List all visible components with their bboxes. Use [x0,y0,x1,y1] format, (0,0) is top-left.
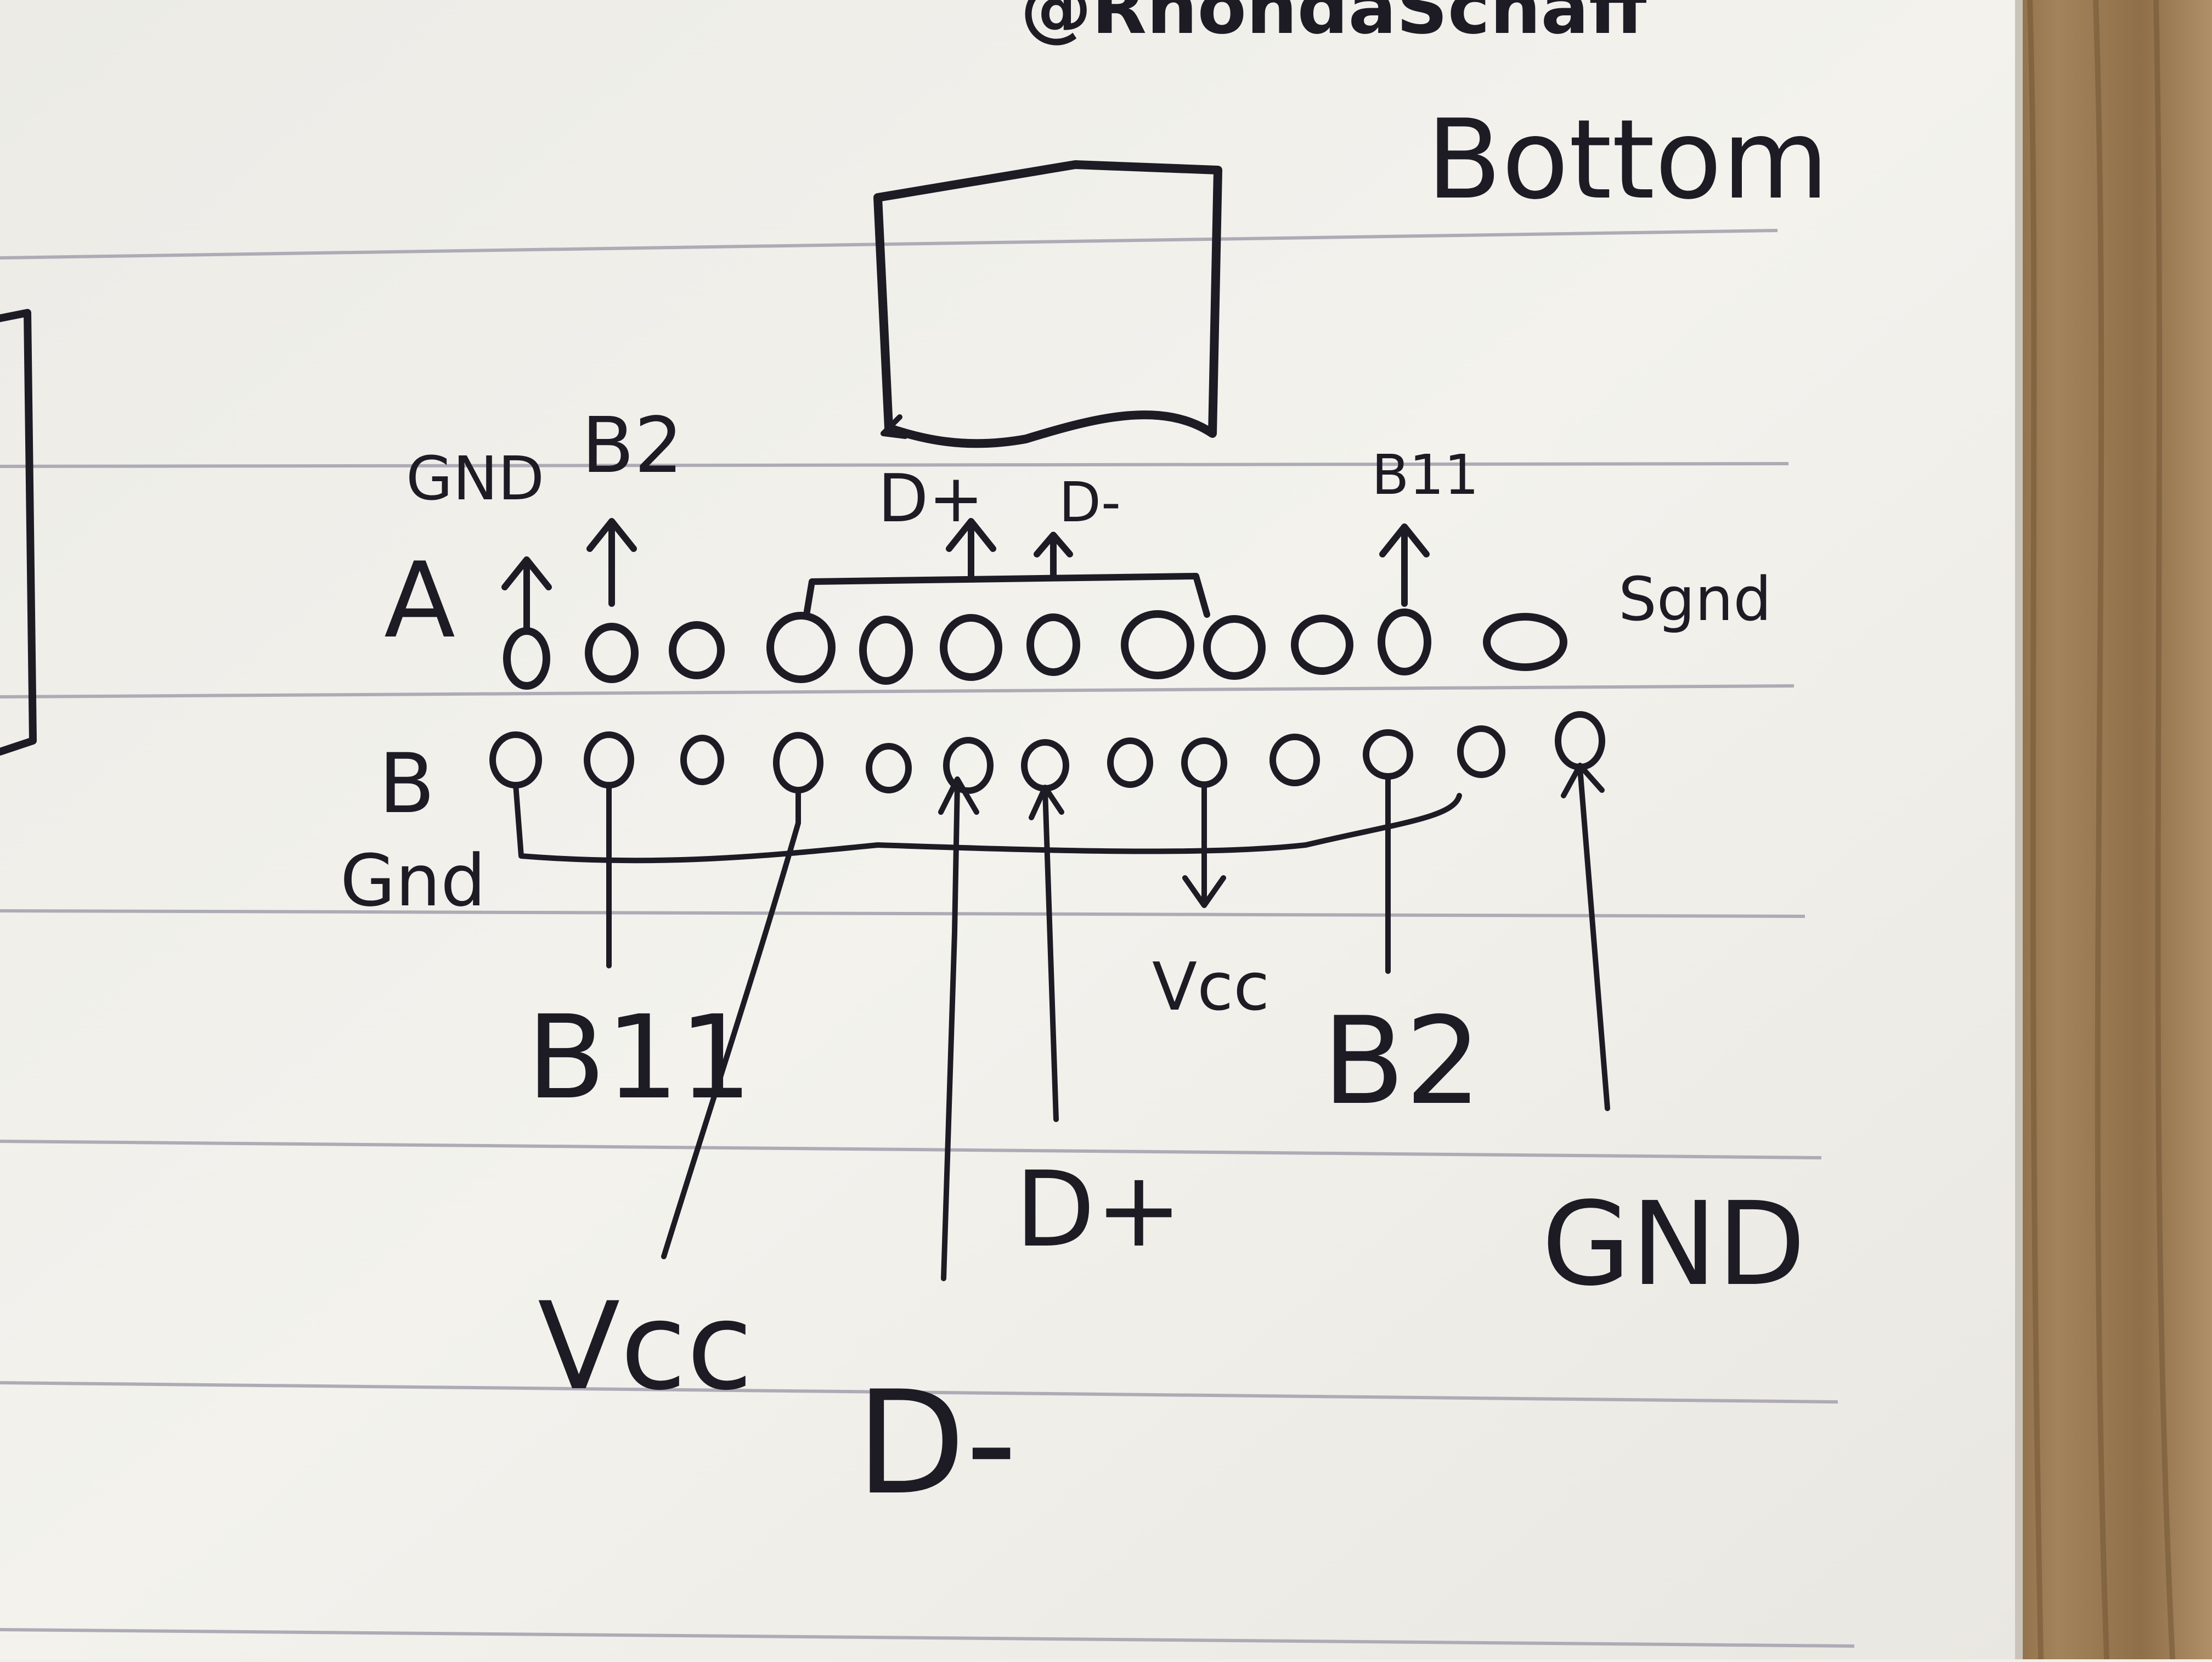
bottom-vcc-right-label: Vcc [1152,949,1269,1026]
sgnd-label: Sgnd [1618,564,1771,634]
arrow-dminus-head [938,776,979,815]
row-a-pins [503,609,1567,690]
wire-dplus [1042,787,1059,1122]
row-a-arrows [501,518,1430,634]
plug-body [873,160,1222,448]
arrow-dplus-head [1029,785,1064,820]
pin-a8 [1121,610,1194,679]
pin-a9 [1203,615,1266,680]
wood-grain [2027,0,2175,1660]
pin-b6 [943,737,994,794]
pin-a4 [766,612,836,683]
top-gnd-label: GND [406,443,544,514]
bottom-dminus-label: D- [856,1361,1017,1526]
wire-vcc-left [661,787,801,1259]
wire-dminus [941,782,960,1281]
bottom-b11-label: B11 [527,990,752,1125]
bottom-dplus-label: D+ [1015,1149,1183,1270]
pin-a1 [503,627,550,690]
bottom-gnd-label: GND [1542,1177,1806,1311]
pin-b5 [866,743,912,793]
pin-b8 [1107,737,1153,788]
top-b2-label: B2 [582,401,683,491]
pin-b3 [680,735,724,785]
ruled-lines [0,229,1855,1648]
plug-arrow-left [881,414,908,439]
pin-a12 [1483,613,1567,671]
top-b11-label: B11 [1372,443,1479,507]
row-b-label: B [379,736,435,832]
pin-a2 [585,623,639,683]
bottom-b2-label: B2 [1322,991,1482,1131]
notebook-page [0,0,2019,1659]
wire-gnd-right [1577,765,1610,1111]
pin-a6 [940,614,1002,681]
top-dminus-label: D- [1059,470,1121,534]
pin-a11 [1378,609,1431,675]
pin-a3 [669,621,725,679]
row-b-wires [513,763,1610,1281]
pin-a10 [1291,615,1353,675]
row-b-gnd-label: Gnd [340,839,486,922]
wire-vcc-right [1182,782,1226,908]
watermark: @RhondaSchaff [1020,0,1647,50]
pin-b12 [1457,725,1505,778]
pin-a7 [1026,613,1080,676]
pin-a5 [859,616,913,685]
pin-b10 [1269,734,1320,786]
view-label: Bottom [1426,96,1829,224]
gnd-bus-wire [513,782,1462,864]
left-partial-box [0,309,37,756]
bottom-vcc-left-label: Vcc [538,1276,753,1417]
row-a-label: A [384,540,455,661]
arrow-gnd-head [1561,763,1605,798]
